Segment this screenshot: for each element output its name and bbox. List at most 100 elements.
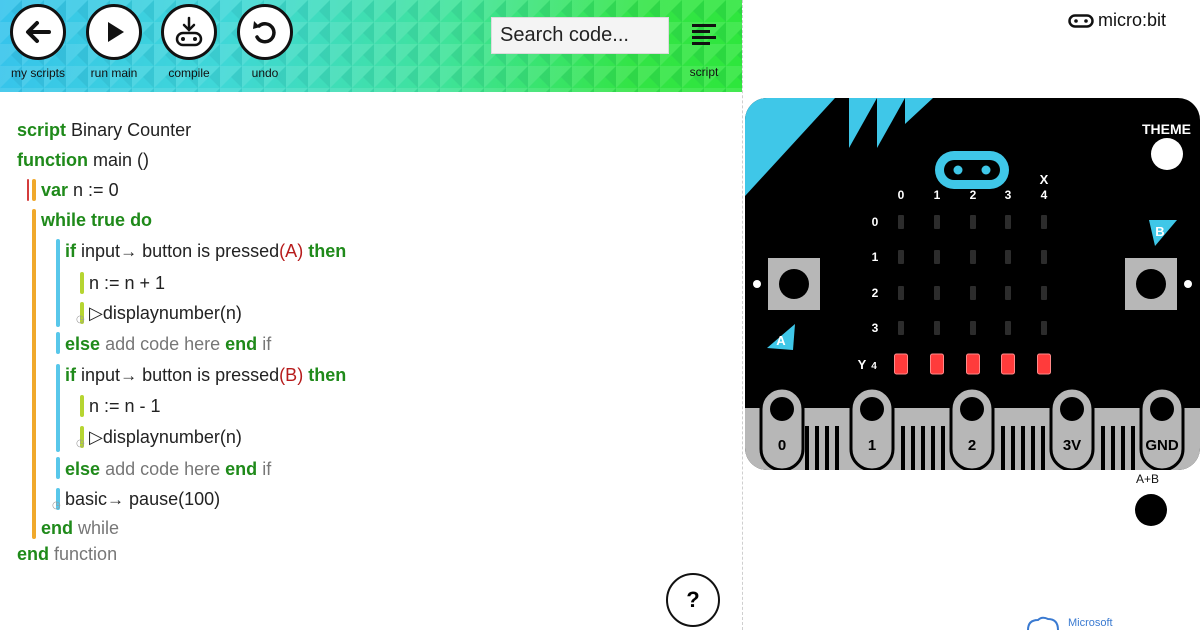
placeholder-text: add code here — [105, 459, 221, 479]
led-off — [970, 321, 976, 335]
arrow-icon: → — [120, 366, 138, 385]
led-off — [898, 215, 904, 229]
statement: n := 0 — [73, 180, 119, 200]
paren: ( — [279, 365, 286, 385]
logo-text: micro:bit — [1098, 10, 1167, 30]
keyword: end — [17, 544, 50, 564]
code-line[interactable]: if input→ button is pressed(A) then — [65, 240, 346, 263]
led-off — [934, 215, 940, 229]
led-off — [1005, 215, 1011, 229]
help-button[interactable]: ? — [666, 573, 720, 627]
led-col-label: 2 — [970, 188, 977, 202]
function-call: button is pressed — [142, 241, 280, 261]
code-line[interactable]: n := n + 1 — [89, 272, 165, 294]
statement: n := n + 1 — [89, 273, 166, 293]
led-off — [970, 286, 976, 300]
code-line[interactable]: function main () — [17, 149, 149, 171]
namespace: basic — [65, 489, 108, 509]
namespace: input — [81, 365, 121, 385]
function-call: displaynumber — [102, 427, 220, 447]
var-statement-bar — [32, 179, 36, 201]
y-axis-label: Y — [858, 357, 867, 372]
led-on — [930, 353, 944, 375]
code-line[interactable]: script Binary Counter — [17, 119, 191, 141]
microsoft-logo: Microsoft — [1024, 616, 1113, 630]
keyword: function — [54, 544, 118, 564]
led-row-label: 1 — [872, 250, 879, 264]
led-col-label: 4 — [1041, 188, 1048, 202]
theme-button[interactable] — [1151, 138, 1183, 170]
script-label: script — [689, 65, 719, 79]
compile-label: compile — [168, 66, 210, 80]
keyword: else — [65, 459, 101, 479]
assign-b-bar — [80, 395, 84, 417]
led-off — [1041, 250, 1047, 264]
microbit-logo-icon — [1068, 13, 1094, 28]
led-col-label: 0 — [898, 188, 905, 202]
undo-label: undo — [251, 66, 279, 80]
code-line[interactable]: var n := 0 — [41, 179, 119, 201]
code-line[interactable]: ▷displaynumber(n) — [89, 426, 242, 448]
keyword: while — [78, 518, 120, 538]
search-input[interactable] — [491, 17, 669, 54]
keyword: var — [41, 180, 69, 200]
clock-icon: ◷ — [76, 314, 85, 325]
assign-a-bar — [80, 272, 84, 294]
function-call: displaynumber — [102, 303, 220, 323]
script-name: Binary Counter — [71, 120, 192, 140]
my-scripts-button[interactable]: my scripts — [0, 4, 76, 80]
keyword: then — [308, 365, 347, 385]
pin-label: 3V — [1063, 437, 1081, 454]
led-row-label: 2 — [872, 286, 879, 300]
pin-label: 1 — [868, 437, 876, 454]
led-off — [1005, 250, 1011, 264]
keyword: if — [262, 459, 272, 479]
play-marker-icon: ▷ — [89, 303, 103, 323]
led-off — [898, 286, 904, 300]
pane-divider[interactable] — [742, 0, 743, 630]
led-off — [934, 286, 940, 300]
led-on — [1001, 353, 1015, 375]
code-line[interactable]: basic→ pause(100) — [65, 488, 220, 511]
clock-icon: ◷ — [76, 438, 85, 449]
undo-button[interactable]: undo — [227, 4, 303, 80]
script-button[interactable]: script — [680, 22, 728, 79]
argument: (n) — [219, 427, 242, 447]
code-line[interactable]: while true do — [41, 209, 152, 231]
ab-button[interactable] — [1135, 494, 1167, 526]
code-line[interactable]: end while — [41, 517, 119, 539]
button-a-label: A — [776, 333, 786, 348]
argument: (100) — [178, 489, 221, 509]
code-line[interactable]: end function — [17, 543, 117, 565]
play-marker-icon: ▷ — [89, 427, 103, 447]
keyword: script — [17, 120, 67, 140]
run-main-button[interactable]: run main — [76, 4, 152, 80]
led-off — [1005, 321, 1011, 335]
led-off — [970, 250, 976, 264]
led-row-label: 0 — [872, 215, 879, 229]
code-line[interactable]: if input→ button is pressed(B) then — [65, 364, 346, 387]
code-line[interactable]: n := n - 1 — [89, 395, 161, 417]
button-b-label: B — [1155, 224, 1164, 239]
keyword: function — [17, 150, 88, 170]
keyword: if — [65, 241, 76, 261]
code-line[interactable]: else add code here end if — [65, 458, 271, 480]
led-off — [1041, 215, 1047, 229]
display-a-bar — [80, 302, 84, 324]
run-main-label: run main — [90, 66, 138, 80]
function-call: pause — [129, 489, 179, 509]
compile-button[interactable]: compile — [151, 4, 227, 80]
keyword: then — [308, 241, 347, 261]
clock-icon: ◷ — [52, 500, 61, 511]
led-off — [934, 321, 940, 335]
code-line[interactable]: ▷displaynumber(n) — [89, 302, 242, 324]
keyword: while — [41, 210, 87, 230]
y-row-label: 4 — [871, 361, 877, 372]
code-line[interactable]: else add code here end if — [65, 333, 271, 355]
paren: ( — [279, 241, 286, 261]
var-block-bar — [27, 179, 29, 201]
code-editor[interactable]: ◷ ◷ ◷ script Binary Counter function mai… — [0, 92, 742, 630]
led-off — [934, 250, 940, 264]
statement: n := n - 1 — [89, 396, 161, 416]
